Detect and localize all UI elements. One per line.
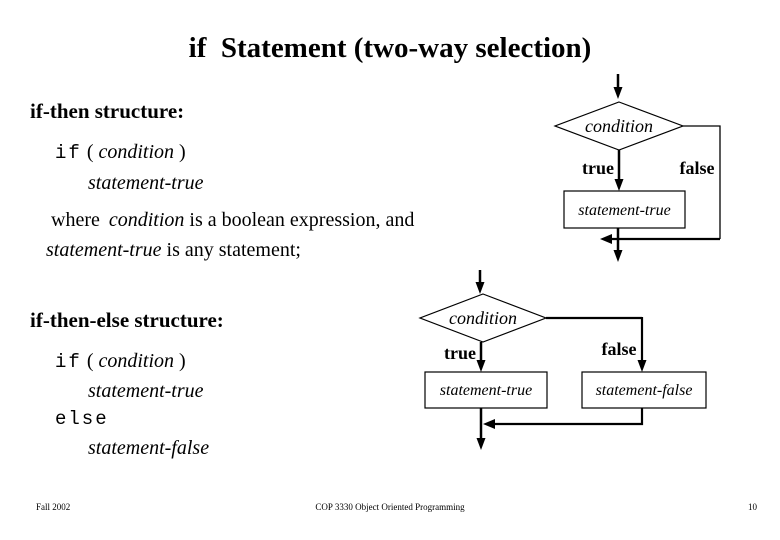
where-note-line2-post: is any statement; bbox=[161, 239, 301, 261]
code-condition: condition bbox=[98, 141, 175, 163]
code-open-paren-2: ( bbox=[86, 350, 94, 372]
entry-arrowhead-icon bbox=[475, 282, 485, 294]
where-note-pre: where bbox=[51, 209, 105, 231]
false-arrowhead-icon bbox=[637, 360, 647, 372]
statement-true-box bbox=[563, 190, 686, 229]
if-then-code-statement-true: statement-true bbox=[88, 172, 204, 194]
false-branch-label: false bbox=[602, 339, 637, 359]
where-note-line-1: where condition is a boolean expression,… bbox=[51, 210, 414, 230]
if-then-else-code-statement-true: statement-true bbox=[88, 380, 204, 402]
merge-arrowhead-icon bbox=[600, 234, 612, 244]
slide-title: if Statement (two-way selection) bbox=[188, 32, 592, 64]
entry-arrowhead-icon bbox=[613, 87, 623, 99]
true-branch-label: true bbox=[582, 158, 614, 178]
true-arrowhead-icon bbox=[614, 179, 624, 191]
where-note-line-2: statement-true is any statement; bbox=[46, 240, 301, 260]
if-then-flowchart: condition true false statement-true bbox=[553, 74, 721, 262]
code-keyword-if-2: if bbox=[55, 351, 82, 373]
exit-arrowhead-icon bbox=[613, 250, 623, 262]
code-keyword-if: if bbox=[55, 142, 82, 164]
statement-true-label: statement-true bbox=[578, 202, 670, 219]
condition-label: condition bbox=[449, 308, 517, 328]
statement-true-label: statement-true bbox=[440, 382, 532, 399]
code-condition-2: condition bbox=[98, 350, 175, 372]
exit-arrowhead-icon bbox=[476, 438, 486, 450]
where-note-condition: condition bbox=[108, 209, 185, 231]
true-arrowhead-icon bbox=[476, 360, 486, 372]
statement-false-label: statement-false bbox=[596, 382, 693, 399]
if-then-code-line-1: if(condition) bbox=[55, 142, 191, 163]
code-open-paren: ( bbox=[86, 141, 94, 163]
false-branch-label: false bbox=[680, 158, 715, 178]
if-then-heading: if-then structure: bbox=[30, 99, 185, 123]
condition-label: condition bbox=[585, 116, 653, 136]
footer-page-number: 10 bbox=[748, 502, 757, 512]
if-then-else-flowchart: condition true false statement-true stat… bbox=[418, 270, 707, 450]
footer-semester: Fall 2002 bbox=[36, 502, 71, 512]
statement-true-box bbox=[424, 371, 548, 409]
code-keyword-else: else bbox=[55, 408, 109, 430]
merge-line bbox=[494, 408, 644, 426]
true-branch-label: true bbox=[444, 343, 476, 363]
false-branch-line bbox=[683, 125, 721, 239]
where-note-line1-post: is a boolean expression, and bbox=[184, 209, 415, 231]
if-then-else-code-line-1: if(condition) bbox=[55, 351, 191, 372]
code-close-paren-2: ) bbox=[179, 350, 186, 372]
footer-course: COP 3330 Object Oriented Programming bbox=[315, 502, 465, 512]
condition-diamond bbox=[418, 293, 548, 343]
where-note-statement-true: statement-true bbox=[46, 239, 162, 261]
if-then-else-code-statement-false: statement-false bbox=[88, 437, 210, 459]
code-close-paren: ) bbox=[179, 141, 186, 163]
statement-false-box bbox=[581, 371, 707, 409]
merge-arrowhead-icon bbox=[483, 419, 495, 429]
if-then-else-heading: if-then-else structure: bbox=[30, 308, 224, 332]
